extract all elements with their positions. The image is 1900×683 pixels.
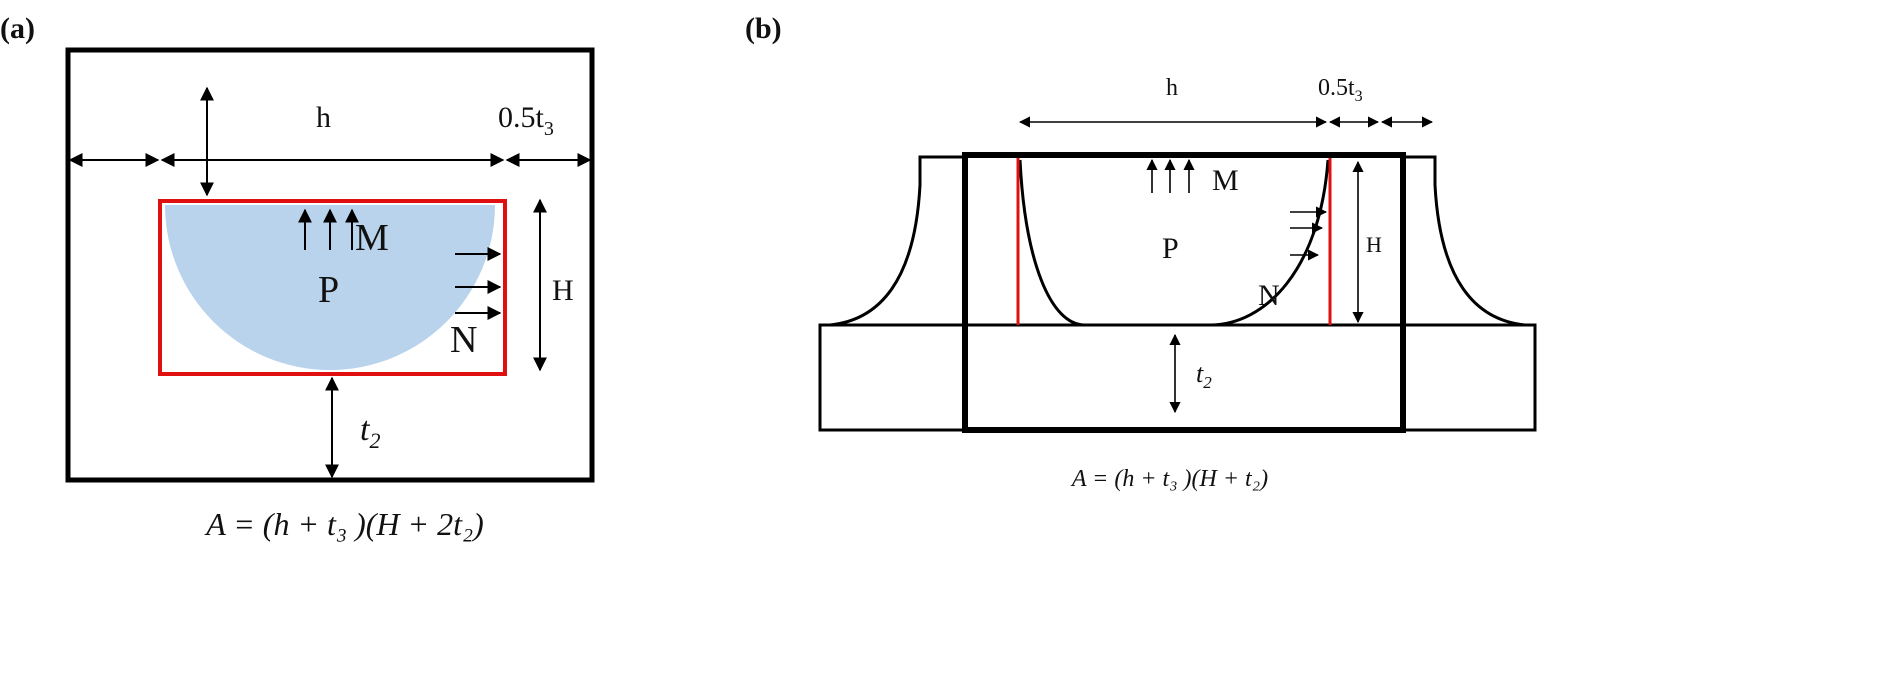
N-label-b: N [1258, 279, 1280, 312]
inner-curve [1018, 159, 1330, 327]
t2-label: t2 [360, 411, 380, 453]
dimension-lines [68, 86, 592, 479]
P-label: P [318, 269, 339, 311]
formula-a: A = (h + t₃ )(H + 2t₂) [204, 506, 484, 542]
H-label: H [552, 274, 574, 307]
panel-a: (a) h 0.5t3 M P N H t2 A = (h + t₃ )(H +… [0, 12, 595, 542]
h-label-b: h [1166, 75, 1178, 101]
dimension-lines-b [1018, 116, 1434, 414]
left-fillet [829, 155, 965, 327]
outer-box [65, 47, 595, 483]
M-label: M [355, 217, 389, 259]
base-plate [818, 323, 1537, 432]
H-label-b: H [1366, 232, 1382, 257]
panel-b: (b) h 0.5t3 M P N H t2 A = (h + t₃ )(H +… [745, 12, 1537, 492]
red-rect [158, 199, 507, 376]
t3-label: 0.5t3 [498, 101, 554, 140]
thick-box [962, 152, 1406, 433]
M-label-b: M [1212, 164, 1239, 197]
P-label-b: P [1162, 232, 1179, 265]
formula-b: A = (h + t₃ )(H + t₂) [1070, 466, 1268, 492]
h-label: h [316, 101, 331, 134]
t3-label-b: 0.5t3 [1318, 75, 1363, 105]
panel-b-label: (b) [745, 12, 782, 45]
N-label: N [450, 319, 477, 361]
panel-a-label: (a) [0, 12, 35, 45]
right-fillet [1403, 155, 1526, 327]
fluid-region [165, 205, 495, 370]
t2-label-b: t2 [1196, 359, 1212, 392]
